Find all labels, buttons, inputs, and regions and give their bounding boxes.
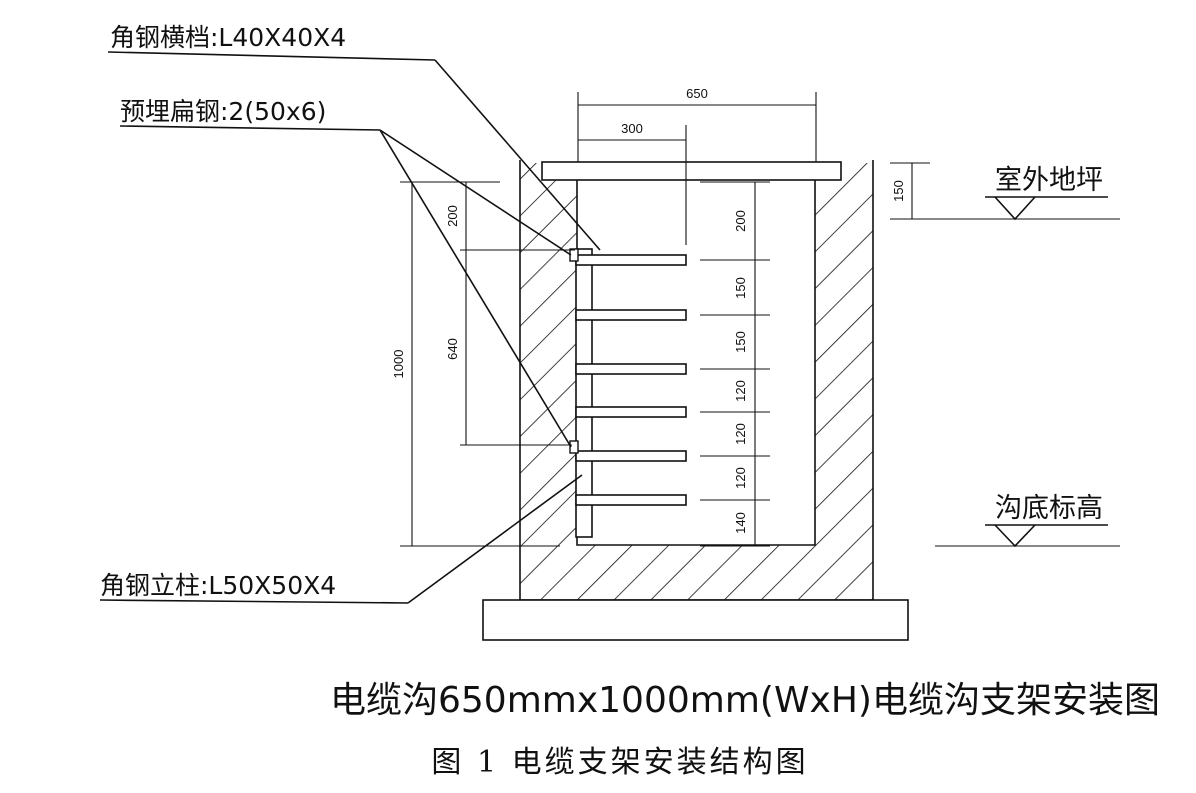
trench-bottom-label: 沟底标高 bbox=[995, 493, 1103, 524]
crossbars bbox=[575, 254, 687, 506]
dim-spacing: 150 bbox=[733, 277, 748, 299]
right-wall bbox=[815, 163, 873, 545]
dim-depth-total: 1000 bbox=[391, 350, 406, 379]
dim-top-offset: 200 bbox=[445, 205, 460, 227]
crossbar-label: 角钢横档:L40X40X4 bbox=[110, 23, 346, 52]
dim-cover: 150 bbox=[891, 180, 906, 202]
outdoor-grade-marker: 室外地坪 bbox=[985, 165, 1108, 221]
flat-steel-label: 预埋扁钢:2(50x6) bbox=[120, 97, 326, 126]
cover-dimension: 150 bbox=[890, 162, 1120, 220]
column-label: 角钢立柱:L50X50X4 bbox=[100, 571, 336, 600]
top-dimensions: 650 300 bbox=[577, 86, 817, 245]
dim-width-arm: 300 bbox=[621, 121, 643, 136]
dim-right-top: 200 bbox=[733, 210, 748, 232]
cover-plate bbox=[541, 161, 842, 181]
crossbar bbox=[575, 450, 687, 462]
crossbar bbox=[575, 309, 687, 321]
trench-floor bbox=[520, 545, 873, 600]
right-dimensions: 200 150 150 120 120 120 140 bbox=[700, 181, 770, 547]
dim-spacing: 120 bbox=[733, 423, 748, 445]
leader-lines bbox=[99, 51, 601, 604]
dim-spacing: 140 bbox=[733, 512, 748, 534]
embedded-flat-steel-top bbox=[569, 248, 579, 262]
dim-span: 640 bbox=[445, 338, 460, 360]
trench-bottom-marker: 沟底标高 bbox=[935, 493, 1120, 548]
dim-spacing: 120 bbox=[733, 380, 748, 402]
outdoor-grade-label: 室外地坪 bbox=[995, 165, 1103, 196]
crossbar bbox=[575, 363, 687, 375]
crossbar bbox=[575, 494, 687, 506]
dim-width-total: 650 bbox=[686, 86, 708, 101]
angle-steel-column bbox=[575, 248, 593, 538]
embedded-flat-steel-bottom bbox=[569, 440, 579, 454]
left-dimensions: 1000 200 640 bbox=[391, 181, 575, 547]
left-wall bbox=[520, 163, 577, 545]
concrete-walls bbox=[519, 160, 874, 601]
figure-caption: 图 1 电缆支架安装结构图 bbox=[431, 745, 808, 780]
dim-spacing: 150 bbox=[733, 331, 748, 353]
base-slab bbox=[482, 599, 909, 641]
drawing-title: 电缆沟650mmx1000mm(WxH)电缆沟支架安装图 bbox=[330, 680, 1160, 721]
crossbar bbox=[575, 254, 687, 266]
dim-spacing: 120 bbox=[733, 467, 748, 489]
crossbar bbox=[575, 406, 687, 418]
